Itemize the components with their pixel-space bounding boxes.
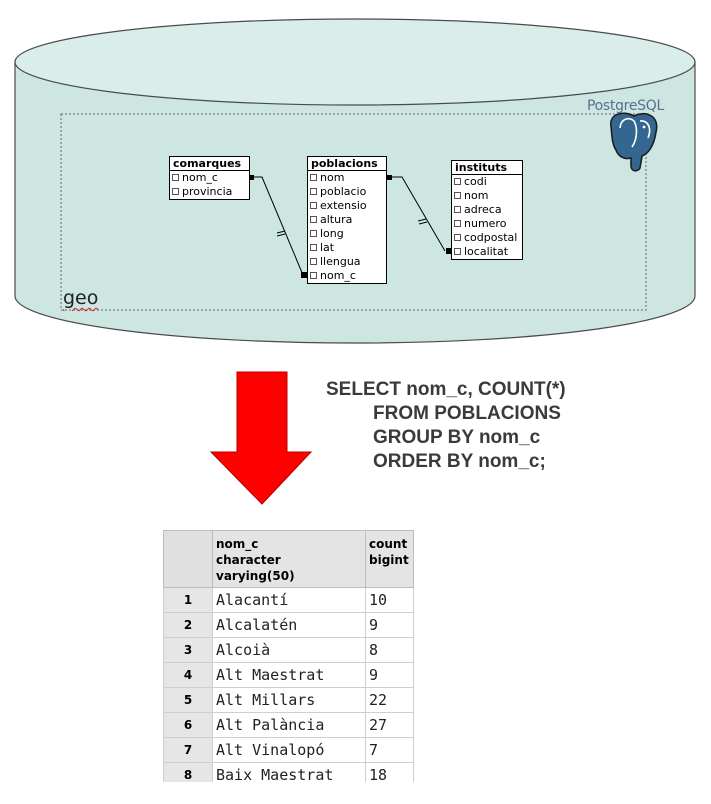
cell-nom_c[interactable]: Alt Palància — [212, 712, 366, 738]
cell-count[interactable]: 7 — [365, 737, 414, 763]
row-number[interactable]: 2 — [163, 612, 213, 638]
column-row: localitat — [452, 245, 522, 259]
column-row: codi — [452, 175, 522, 189]
column-header-nom_c[interactable]: nom_c character varying(50) — [212, 530, 366, 588]
relationship-comarques-poblacions — [249, 175, 307, 278]
cell-nom_c[interactable]: Alt Vinalopó — [212, 737, 366, 763]
row-number[interactable]: 4 — [163, 662, 213, 688]
column-row: extensio — [308, 199, 386, 213]
cell-count[interactable]: 9 — [365, 662, 414, 688]
cell-nom_c[interactable]: Alt Maestrat — [212, 662, 366, 688]
column-row: nom_c — [170, 171, 249, 185]
cell-nom_c[interactable]: Alacantí — [212, 587, 366, 613]
cell-count[interactable]: 22 — [365, 687, 414, 713]
cell-nom_c[interactable]: Alcoià — [212, 637, 366, 663]
sql-query: SELECT nom_c, COUNT(*) FROM POBLACIONS G… — [326, 378, 566, 474]
table-poblacions: poblacions nom poblacio extensio altura … — [307, 156, 387, 284]
cell-nom_c[interactable]: Baix Maestrat — [212, 762, 366, 782]
cell-count[interactable]: 9 — [365, 612, 414, 638]
relationship-poblacions-instituts — [387, 175, 452, 254]
header-row: nom_c character varying(50) count bigint — [163, 530, 414, 588]
sql-line: FROM POBLACIONS — [373, 403, 561, 424]
table-title: poblacions — [308, 157, 386, 171]
column-row: nom — [452, 189, 522, 203]
row-number[interactable]: 6 — [163, 712, 213, 738]
cell-nom_c[interactable]: Alcalatén — [212, 612, 366, 638]
table-comarques: comarques nom_c provincia — [169, 156, 250, 200]
result-grid: nom_c character varying(50) count bigint… — [163, 530, 415, 782]
table-title: comarques — [170, 157, 249, 171]
column-row: provincia — [170, 185, 249, 199]
row-number[interactable]: 8 — [163, 762, 213, 782]
cylinder-top — [14, 18, 696, 106]
postgresql-label: PostgreSQL — [587, 98, 664, 114]
table-instituts: instituts codi nom adreca numero codpost… — [451, 160, 523, 260]
column-header-count[interactable]: count bigint — [365, 530, 414, 588]
column-row: codpostal — [452, 231, 522, 245]
table-title: instituts — [452, 161, 522, 175]
cell-count[interactable]: 8 — [365, 637, 414, 663]
elephant-icon — [610, 112, 658, 172]
down-arrow-icon — [209, 371, 313, 505]
cell-count[interactable]: 10 — [365, 587, 414, 613]
sql-line: ORDER BY nom_c; — [373, 451, 546, 472]
sql-line: SELECT nom_c, COUNT(*) — [326, 379, 566, 400]
column-row: long — [308, 227, 386, 241]
row-number[interactable]: 1 — [163, 587, 213, 613]
column-row: poblacio — [308, 185, 386, 199]
cell-count[interactable]: 18 — [365, 762, 414, 782]
cell-count[interactable]: 27 — [365, 712, 414, 738]
column-row: adreca — [452, 203, 522, 217]
column-row: nom — [308, 171, 386, 185]
cell-nom_c[interactable]: Alt Millars — [212, 687, 366, 713]
schema-frame — [60, 113, 647, 311]
corner-cell — [163, 530, 213, 588]
column-row: nom_c — [308, 269, 386, 283]
column-row: llengua — [308, 255, 386, 269]
sql-line: GROUP BY nom_c — [373, 427, 541, 448]
column-row: numero — [452, 217, 522, 231]
row-number[interactable]: 3 — [163, 637, 213, 663]
column-row: lat — [308, 241, 386, 255]
column-row: altura — [308, 213, 386, 227]
row-number[interactable]: 7 — [163, 737, 213, 763]
database-name: geo — [63, 287, 99, 309]
row-number[interactable]: 5 — [163, 687, 213, 713]
